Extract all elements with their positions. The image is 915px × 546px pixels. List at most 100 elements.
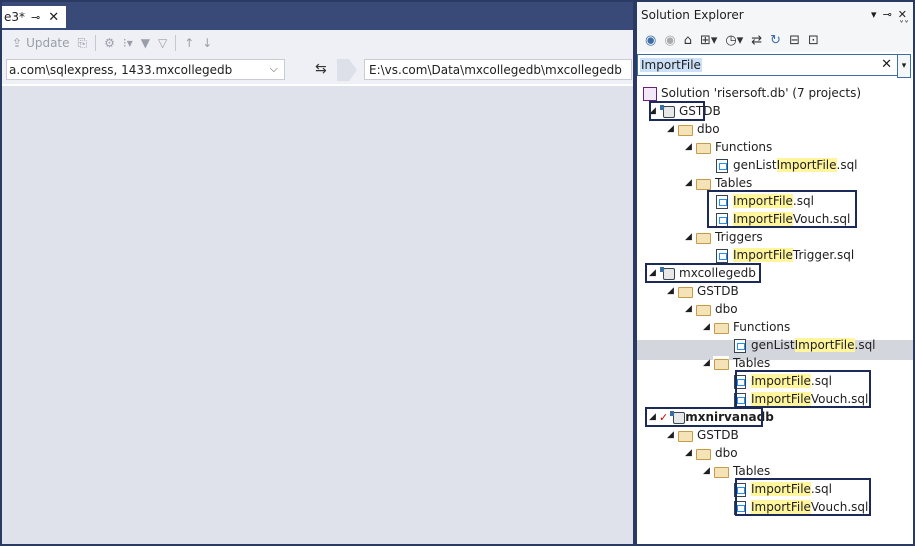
annotation-box	[649, 101, 705, 121]
database-project-icon	[659, 104, 675, 118]
tree-solution[interactable]: Solution 'risersoft.db' (7 projects)	[641, 84, 861, 102]
folder-icon	[695, 176, 711, 190]
target-combo[interactable]: E:\vs.com\Data\mxcollegedb\mxcollegedb	[364, 59, 632, 80]
tree-folder[interactable]: ◢ Tables	[703, 354, 770, 372]
show-all-files-icon[interactable]: ⊡	[807, 32, 819, 48]
search-options-icon[interactable]: ▾	[897, 54, 911, 78]
tree-folder[interactable]: ◢Tables	[703, 462, 770, 480]
toolbar-separator	[95, 35, 97, 51]
tree-folder[interactable]: ◢ Tables	[685, 174, 752, 192]
script-icon[interactable]: ⎘	[77, 35, 88, 50]
search-match: ImportFile	[751, 500, 811, 514]
tree-label: .sql	[854, 338, 876, 352]
tree-file[interactable]: ImportFile.sql	[713, 192, 814, 210]
panel-title: Solution Explorer	[641, 8, 744, 22]
dropdown-icon[interactable]: ▾	[871, 8, 877, 21]
expander-icon[interactable]: ◢	[685, 178, 692, 188]
tree-folder[interactable]: ◢GSTDB	[667, 426, 739, 444]
expander-icon[interactable]: ◢	[667, 286, 674, 296]
overflow-icon[interactable]: ˅˅	[899, 20, 909, 31]
tree-file[interactable]: ImportFile.sql	[731, 372, 832, 390]
folder-icon	[713, 320, 729, 334]
tree-project-mxnirvanadb[interactable]: ◢✓mxnirvanadb	[649, 408, 774, 426]
tree-folder[interactable]: ◢Functions	[703, 318, 790, 336]
tree-label: Vouch.sql	[792, 212, 851, 226]
source-combo[interactable]: a.com\sqlexpress, 1433.mxcollegedb ⌵	[6, 59, 285, 80]
expander-icon[interactable]: ◢	[685, 142, 692, 152]
options-gear-icon[interactable]: ⚙	[104, 36, 115, 50]
tree-label: .sql	[836, 158, 858, 172]
folder-icon	[695, 140, 711, 154]
expander-icon[interactable]: ◢	[703, 466, 710, 476]
expander-icon[interactable]: ◢	[667, 430, 674, 440]
pending-changes-icon[interactable]: ◷▾	[725, 32, 744, 48]
group-icon[interactable]: ⁝▾	[122, 36, 133, 50]
tree-label: Functions	[715, 140, 773, 154]
pane-splitter[interactable]	[633, 2, 637, 544]
search-match: ImportFile	[733, 194, 793, 208]
solution-explorer-titlebar: Solution Explorer ▾ ⊸ ✕	[637, 2, 913, 28]
tree-folder[interactable]: ◢dbo	[685, 300, 738, 318]
expander-icon[interactable]: ◢	[685, 304, 692, 314]
sql-file-icon	[713, 194, 729, 209]
tree-label: mxnirvanadb	[685, 410, 774, 424]
tree-folder[interactable]: ◢dbo	[685, 444, 738, 462]
expander-icon[interactable]: ◢	[649, 412, 656, 422]
clear-filter-icon[interactable]: ▽	[157, 36, 168, 50]
collapse-all-icon[interactable]: ⊟	[789, 32, 800, 48]
tree-label: Tables	[715, 176, 753, 190]
expander-icon[interactable]: ◢	[703, 358, 710, 368]
search-match: ImportFile	[751, 482, 811, 496]
tree-label: .sql	[810, 374, 832, 388]
update-label: Update	[26, 36, 70, 50]
refresh-icon[interactable]: ↻	[770, 32, 782, 48]
annotation-box	[735, 370, 871, 408]
tree-project-gstdb[interactable]: ◢GSTDB	[649, 102, 721, 120]
forward-icon[interactable]: ◉	[664, 32, 676, 48]
tree-folder[interactable]: ◢ Functions	[685, 138, 772, 156]
database-project-icon	[659, 266, 675, 280]
tree-file[interactable]: ImportFile.sql	[731, 480, 832, 498]
pin-icon[interactable]: ⊸	[31, 10, 41, 24]
tree-project-mxcollegedb[interactable]: ◢mxcollegedb	[649, 264, 756, 282]
update-button[interactable]: ⇪Update	[12, 36, 70, 50]
sql-file-icon	[731, 482, 747, 497]
search-input[interactable]: ImportFile ✕ ▾	[637, 54, 911, 78]
expander-icon[interactable]: ◢	[685, 448, 692, 458]
tree-label: Vouch.sql	[810, 392, 869, 406]
filter-icon[interactable]: ▼	[140, 36, 150, 50]
expander-icon[interactable]: ◢	[703, 322, 710, 332]
tree-folder[interactable]: ◢GSTDB	[667, 282, 739, 300]
sync-icon[interactable]: ⇄	[751, 32, 763, 48]
solution-explorer: Solution Explorer ▾ ⊸ ✕ ◉ ◉ ⌂ ⊞▾ ◷▾ ⇄ ↻ …	[637, 2, 913, 544]
chevron-down-icon[interactable]: ⌵	[269, 62, 278, 75]
target-value: E:\vs.com\Data\mxcollegedb\mxcollegedb	[369, 62, 622, 77]
close-icon[interactable]: ✕	[897, 8, 907, 21]
tab-title: e3*	[4, 10, 26, 24]
pin-icon[interactable]: ⊸	[882, 8, 892, 21]
expander-icon[interactable]: ◢	[667, 124, 674, 134]
swap-icon[interactable]: ⇆	[315, 61, 327, 77]
close-icon[interactable]: ✕	[48, 9, 60, 25]
tree-folder[interactable]: ◢ Triggers	[685, 228, 763, 246]
expander-icon[interactable]: ◢	[685, 232, 692, 242]
previous-change-icon[interactable]: ↑	[184, 36, 195, 50]
tree-label: Tables	[733, 356, 771, 370]
tree-label: Triggers	[715, 230, 763, 244]
tree-folder[interactable]: ◢dbo	[667, 120, 720, 138]
home-icon[interactable]: ⌂	[683, 32, 692, 48]
back-icon[interactable]: ◉	[645, 32, 657, 48]
expander-icon[interactable]: ◢	[649, 106, 656, 116]
clear-search-icon[interactable]: ✕	[881, 57, 892, 72]
next-change-icon[interactable]: ↓	[202, 36, 213, 50]
document-tab[interactable]: e3* ⊸ ✕	[2, 6, 66, 28]
schema-compare-toolbar: ⇪Update ⎘ ⚙ ⁝▾ ▼ ▽ ↑ ↓	[2, 30, 633, 56]
switch-views-icon[interactable]: ⊞▾	[699, 32, 718, 48]
expander-icon[interactable]: ◢	[649, 268, 656, 278]
